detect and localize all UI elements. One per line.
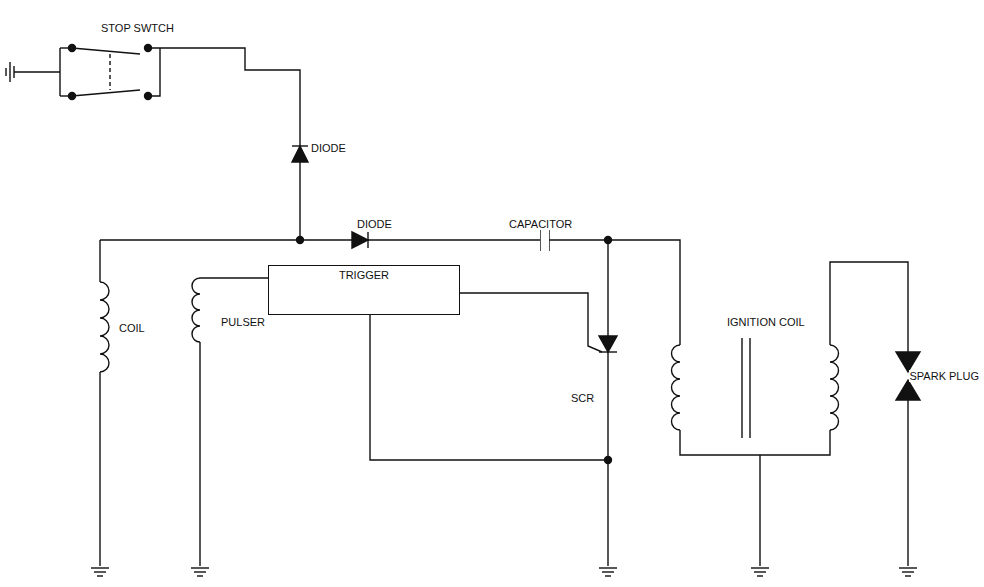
diode-label: DIODE — [356, 218, 393, 230]
switch-blade — [72, 90, 140, 96]
core-line — [749, 338, 750, 438]
primary-winding — [672, 345, 681, 430]
scr-label: SCR — [570, 392, 595, 404]
core-line — [741, 338, 742, 438]
junction-dot — [297, 237, 304, 244]
coil-label: COIL — [118, 322, 146, 334]
pulser-label: PULSER — [220, 316, 266, 328]
chassis-ground — [6, 62, 14, 82]
wire — [370, 315, 608, 460]
ground-symbol — [599, 568, 617, 576]
ground-symbol — [91, 568, 109, 576]
spark-plug-label: SPARK PLUG — [909, 370, 981, 382]
ground-symbol — [899, 568, 917, 576]
ground-symbol — [751, 568, 769, 576]
capacitor-label: CAPACITOR — [508, 218, 573, 230]
wire — [200, 277, 268, 278]
wire — [199, 342, 200, 566]
switch-label: STOP SWTCH — [100, 22, 175, 34]
pulser-coil — [192, 278, 200, 342]
diode-label: DIODE — [310, 142, 347, 154]
wire — [148, 48, 160, 96]
secondary-winding — [830, 345, 839, 430]
ground-symbol — [191, 568, 209, 576]
coil-frame — [680, 430, 830, 455]
wire — [99, 372, 100, 566]
ignition-coil-label: IGNITION COIL — [726, 316, 806, 328]
wire — [14, 71, 60, 72]
trigger-box: TRIGGER — [268, 265, 460, 315]
junction-dot — [605, 457, 612, 464]
box-title: TRIGGER — [269, 266, 459, 284]
switch-link — [109, 54, 110, 90]
diode-symbol — [352, 232, 368, 248]
wire — [99, 240, 100, 282]
diode-symbol — [292, 146, 308, 162]
wire — [759, 455, 760, 566]
wire — [830, 262, 908, 352]
charge-coil — [100, 282, 109, 372]
wire — [148, 48, 300, 240]
capacitor-symbol — [541, 229, 549, 251]
wire — [59, 48, 60, 96]
gate-wire — [460, 293, 602, 352]
wire — [100, 239, 540, 240]
wire — [907, 400, 908, 566]
scr-symbol — [599, 336, 617, 352]
wire — [607, 240, 608, 336]
switch-blade — [72, 48, 140, 54]
